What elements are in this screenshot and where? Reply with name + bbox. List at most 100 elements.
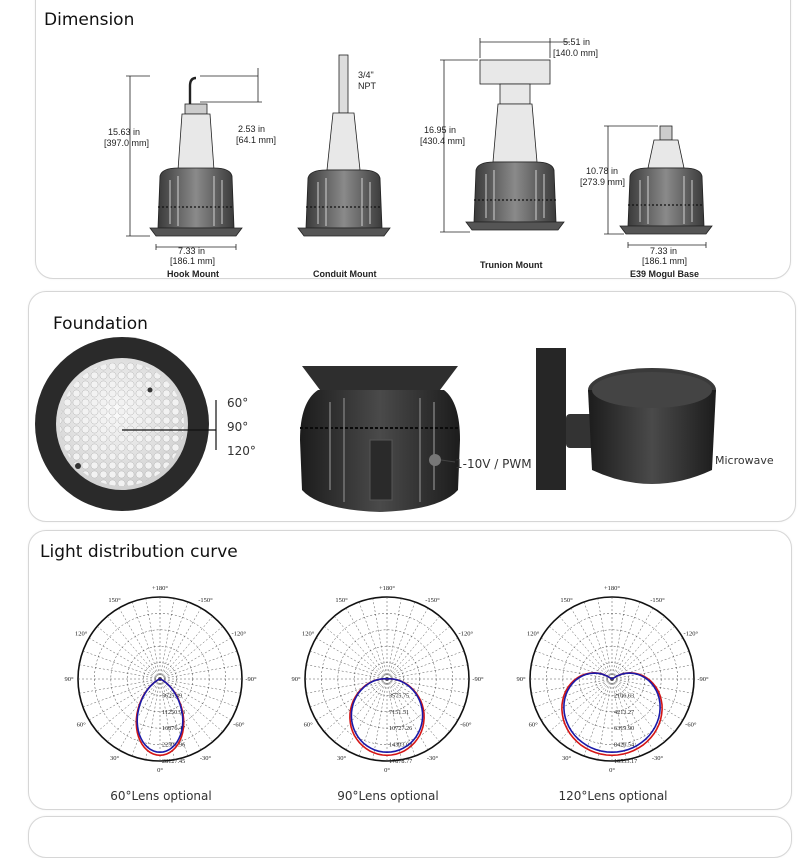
polar-spoke xyxy=(611,616,665,680)
polar-spoke xyxy=(97,626,161,680)
polar-spoke xyxy=(159,678,241,694)
polar-angle-label: -150° xyxy=(198,597,213,604)
polar-value-label: 17878.77 xyxy=(389,758,412,765)
lens-caption-3: 120°Lens optional xyxy=(558,789,668,803)
polar-angle-label: -30° xyxy=(652,755,664,762)
polar-spoke xyxy=(611,678,684,721)
polar-curve-c0 xyxy=(561,671,663,757)
polar-charts: +180°-150°150°-120°120°-90°90°-60°60°-30… xyxy=(0,575,800,805)
polar-angle-label: -120° xyxy=(684,631,699,638)
polar-value-label: 3575.75 xyxy=(389,692,409,699)
polar-angle-label: 120° xyxy=(302,631,315,638)
microwave-sensor xyxy=(536,348,716,490)
polar-value-label: 11250.98 xyxy=(162,709,185,716)
mogul-width-in: 7.33 in xyxy=(650,246,678,256)
e39-mogul-fixture xyxy=(604,125,713,248)
polar-angle-label: +180° xyxy=(152,585,168,592)
trunion-height-mm: [430.4 mm] xyxy=(420,136,466,146)
polar-spoke xyxy=(531,678,613,694)
polar-spoke xyxy=(107,616,161,680)
polar-angle-label: 30° xyxy=(562,755,572,762)
polar-angle-label: 30° xyxy=(110,755,120,762)
polar-spoke xyxy=(611,678,641,757)
polar-spoke xyxy=(334,678,388,742)
polar-spoke xyxy=(386,601,416,680)
polar-spoke xyxy=(611,637,684,680)
sensor-label: Microwave xyxy=(715,454,774,467)
polar-value-label: 2106.63 xyxy=(614,692,634,699)
mogul-width-mm: [186.1 mm] xyxy=(642,256,688,266)
polar-spoke xyxy=(159,601,189,680)
polar-spoke xyxy=(386,637,459,680)
hook-width-in: 7.33 in xyxy=(178,246,206,256)
polar-spoke xyxy=(611,664,693,680)
angle-90: 90° xyxy=(227,420,249,434)
polar-spoke xyxy=(309,678,388,708)
polar-spoke xyxy=(309,650,388,680)
lens-module xyxy=(35,337,217,511)
polar-spoke xyxy=(611,678,693,694)
polar-spoke xyxy=(159,650,238,680)
polar-spoke xyxy=(79,664,161,680)
polar-spoke xyxy=(107,678,161,742)
polar-spoke xyxy=(597,598,613,680)
polar-angle-label: 60° xyxy=(77,722,87,729)
dimension-drawings xyxy=(126,38,713,250)
polar-chart-1: +180°-150°150°-120°120°-90°90°-60°60°-30… xyxy=(64,585,257,774)
foundation-title: Foundation xyxy=(53,314,148,334)
polar-angle-label: +180° xyxy=(604,585,620,592)
hook-mount-label: Hook Mount xyxy=(167,269,219,279)
hook-hook-mm: [64.1 mm] xyxy=(236,135,277,145)
polar-angle-label: 90° xyxy=(64,676,74,683)
polar-spoke xyxy=(79,678,161,694)
polar-spoke xyxy=(386,616,440,680)
conduit-mount-label: Conduit Mount xyxy=(313,269,377,279)
polar-spoke xyxy=(372,598,388,680)
polar-angle-label: 0° xyxy=(384,767,390,774)
polar-spoke xyxy=(583,601,613,680)
polar-angle-label: 90° xyxy=(291,676,301,683)
polar-value-label: 6319.90 xyxy=(614,725,634,732)
foundation-images xyxy=(35,337,716,512)
polar-angle-label: -60° xyxy=(233,722,245,729)
polar-spoke xyxy=(159,678,202,751)
polar-curve-c90 xyxy=(136,678,184,754)
polar-value-label: 16876.47 xyxy=(162,725,185,732)
conduit-npt-1: 3/4" xyxy=(358,70,374,80)
polar-spoke xyxy=(540,678,613,721)
polar-spoke xyxy=(145,598,161,680)
polar-spoke xyxy=(159,678,232,721)
mogul-label: E39 Mogul Base xyxy=(630,269,700,279)
next-panel-edge xyxy=(28,816,792,858)
polar-spoke xyxy=(131,678,161,757)
polar-spoke xyxy=(159,607,202,680)
polar-spoke xyxy=(549,626,613,680)
polar-spoke xyxy=(145,678,161,760)
polar-spoke xyxy=(372,678,388,760)
polar-spoke xyxy=(611,678,627,760)
polar-spoke xyxy=(611,678,675,732)
polar-value-label: 4213.27 xyxy=(614,709,634,716)
polar-spoke xyxy=(345,678,388,751)
polar-angle-label: 90° xyxy=(516,676,526,683)
polar-spoke xyxy=(611,601,641,680)
polar-spoke xyxy=(597,678,613,760)
polar-angle-label: 60° xyxy=(304,722,314,729)
polar-angle-label: -90° xyxy=(472,676,484,683)
polar-spoke xyxy=(88,637,161,680)
lens-caption-2: 90°Lens optional xyxy=(337,789,439,803)
hook-width-mm: [186.1 mm] xyxy=(170,256,216,266)
polar-spoke xyxy=(82,678,161,708)
polar-spoke xyxy=(324,678,388,732)
angle-120: 120° xyxy=(227,444,256,458)
polar-value-label: 10727.26 xyxy=(389,725,412,732)
polar-value-label: 7151.51 xyxy=(389,709,409,716)
polar-spoke xyxy=(118,678,161,751)
trunion-mount-fixture xyxy=(440,38,570,233)
polar-spoke xyxy=(82,650,161,680)
polar-chart-2: +180°-150°150°-120°120°-90°90°-60°60°-30… xyxy=(291,585,484,774)
distribution-title: Light distribution curve xyxy=(40,542,238,562)
polar-spoke xyxy=(386,650,465,680)
dimming-label: 1-10V / PWM xyxy=(455,457,532,471)
trunion-top-mm: [140.0 mm] xyxy=(553,48,599,58)
